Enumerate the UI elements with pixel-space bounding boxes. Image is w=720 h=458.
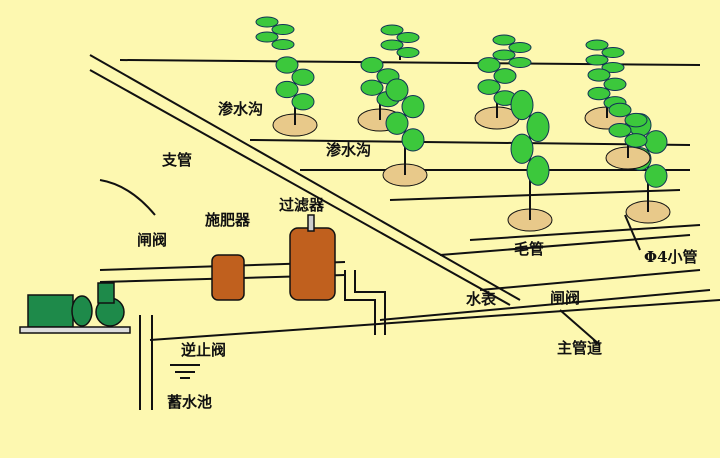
pump — [19, 282, 131, 334]
label-seepage-ditch-2: 渗水沟 — [326, 141, 372, 159]
tree — [507, 89, 553, 232]
label-gate-valve-1: 闸阀 — [137, 231, 168, 249]
tree — [272, 56, 318, 137]
label-filter: 过滤器 — [279, 196, 325, 214]
label-gate-valve-2: 闸阀 — [550, 289, 581, 307]
fertilizer-tank — [211, 254, 245, 301]
tree — [584, 68, 630, 130]
tree — [382, 78, 428, 187]
label-water-meter: 水表 — [466, 290, 497, 308]
label-capillary-pipe: 毛管 — [514, 240, 545, 258]
tree — [474, 57, 520, 130]
label-reservoir: 蓄水池 — [167, 393, 213, 411]
label-check-valve: 逆止阀 — [181, 341, 227, 359]
label-main-pipe: 主管道 — [557, 339, 603, 357]
tree — [492, 34, 532, 68]
tree — [585, 39, 625, 73]
filter-tank — [289, 214, 336, 301]
trees — [255, 16, 671, 232]
tree — [255, 16, 295, 50]
label-branch-pipe: 支管 — [162, 151, 193, 169]
tree — [605, 102, 651, 170]
label-small-pipe: Φ4小管 — [644, 248, 698, 266]
label-seepage-ditch-1: 渗水沟 — [218, 100, 264, 118]
tree — [380, 24, 420, 60]
label-fertilizer: 施肥器 — [205, 211, 251, 229]
